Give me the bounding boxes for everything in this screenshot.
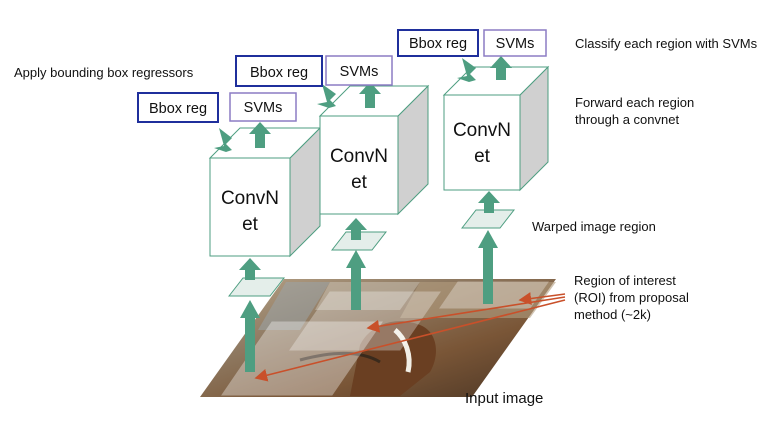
annotation-input-image: Input image	[465, 390, 543, 407]
arrow-to-svm-1	[249, 122, 271, 148]
arrow-image-to-patch-2	[346, 250, 366, 310]
bbox-reg-box-3: Bbox reg	[397, 29, 479, 57]
arrow-patch-to-convnet-1	[239, 258, 261, 280]
svms-label-2: SVMs	[340, 64, 379, 80]
arrow-image-to-patch-1	[240, 300, 260, 372]
warped-patch-2	[330, 231, 388, 251]
convnet-label-1a: ConvN	[221, 188, 279, 209]
arrow-to-bbox-1	[214, 128, 232, 152]
bbox-reg-label-3: Bbox reg	[409, 36, 467, 52]
annotation-bbox: Apply bounding box regressors	[14, 65, 194, 80]
arrow-patch-to-convnet-3	[478, 191, 500, 213]
annotation-classify: Classify each region with SVMs	[575, 36, 758, 51]
annotation-roi-line2: (ROI) from proposal	[574, 290, 689, 305]
roi-pointer-arrows	[254, 292, 566, 382]
bbox-reg-label-1: Bbox reg	[149, 101, 207, 117]
annotation-roi-line3: method (~2k)	[574, 307, 651, 322]
convnet-label-1b: et	[242, 214, 259, 235]
convnet-label-3b: et	[474, 146, 491, 167]
input-image	[200, 279, 556, 397]
convnet-cube-3: ConvN et	[442, 65, 550, 192]
arrow-to-bbox-3	[457, 58, 476, 82]
svms-box-2: SVMs	[325, 55, 393, 86]
convnet-cube-1: ConvN et	[208, 126, 322, 258]
annotation-roi-line1: Region of interest	[574, 273, 676, 288]
arrow-to-svm-2	[359, 82, 381, 108]
arrow-patch-to-convnet-2	[345, 218, 367, 240]
svms-box-3: SVMs	[483, 29, 547, 57]
svms-box-1: SVMs	[229, 92, 297, 122]
arrow-image-to-patch-3	[478, 230, 498, 304]
svms-label-3: SVMs	[496, 36, 535, 52]
bbox-reg-label-2: Bbox reg	[250, 65, 308, 81]
convnet-label-2b: et	[351, 172, 368, 193]
arrow-to-bbox-2	[317, 84, 336, 108]
warped-patch-1	[227, 277, 286, 297]
convnet-label-2a: ConvN	[330, 146, 388, 167]
annotation-warped: Warped image region	[532, 219, 656, 234]
svms-label-1: SVMs	[244, 100, 283, 116]
arrow-to-svm-3	[490, 56, 512, 80]
annotation-forward-line1: Forward each region	[575, 95, 694, 110]
bbox-reg-box-2: Bbox reg	[235, 55, 323, 87]
bbox-reg-box-1: Bbox reg	[137, 92, 219, 123]
annotation-forward-line2: through a convnet	[575, 112, 679, 127]
convnet-label-3a: ConvN	[453, 120, 511, 141]
warped-patch-3	[460, 209, 516, 229]
